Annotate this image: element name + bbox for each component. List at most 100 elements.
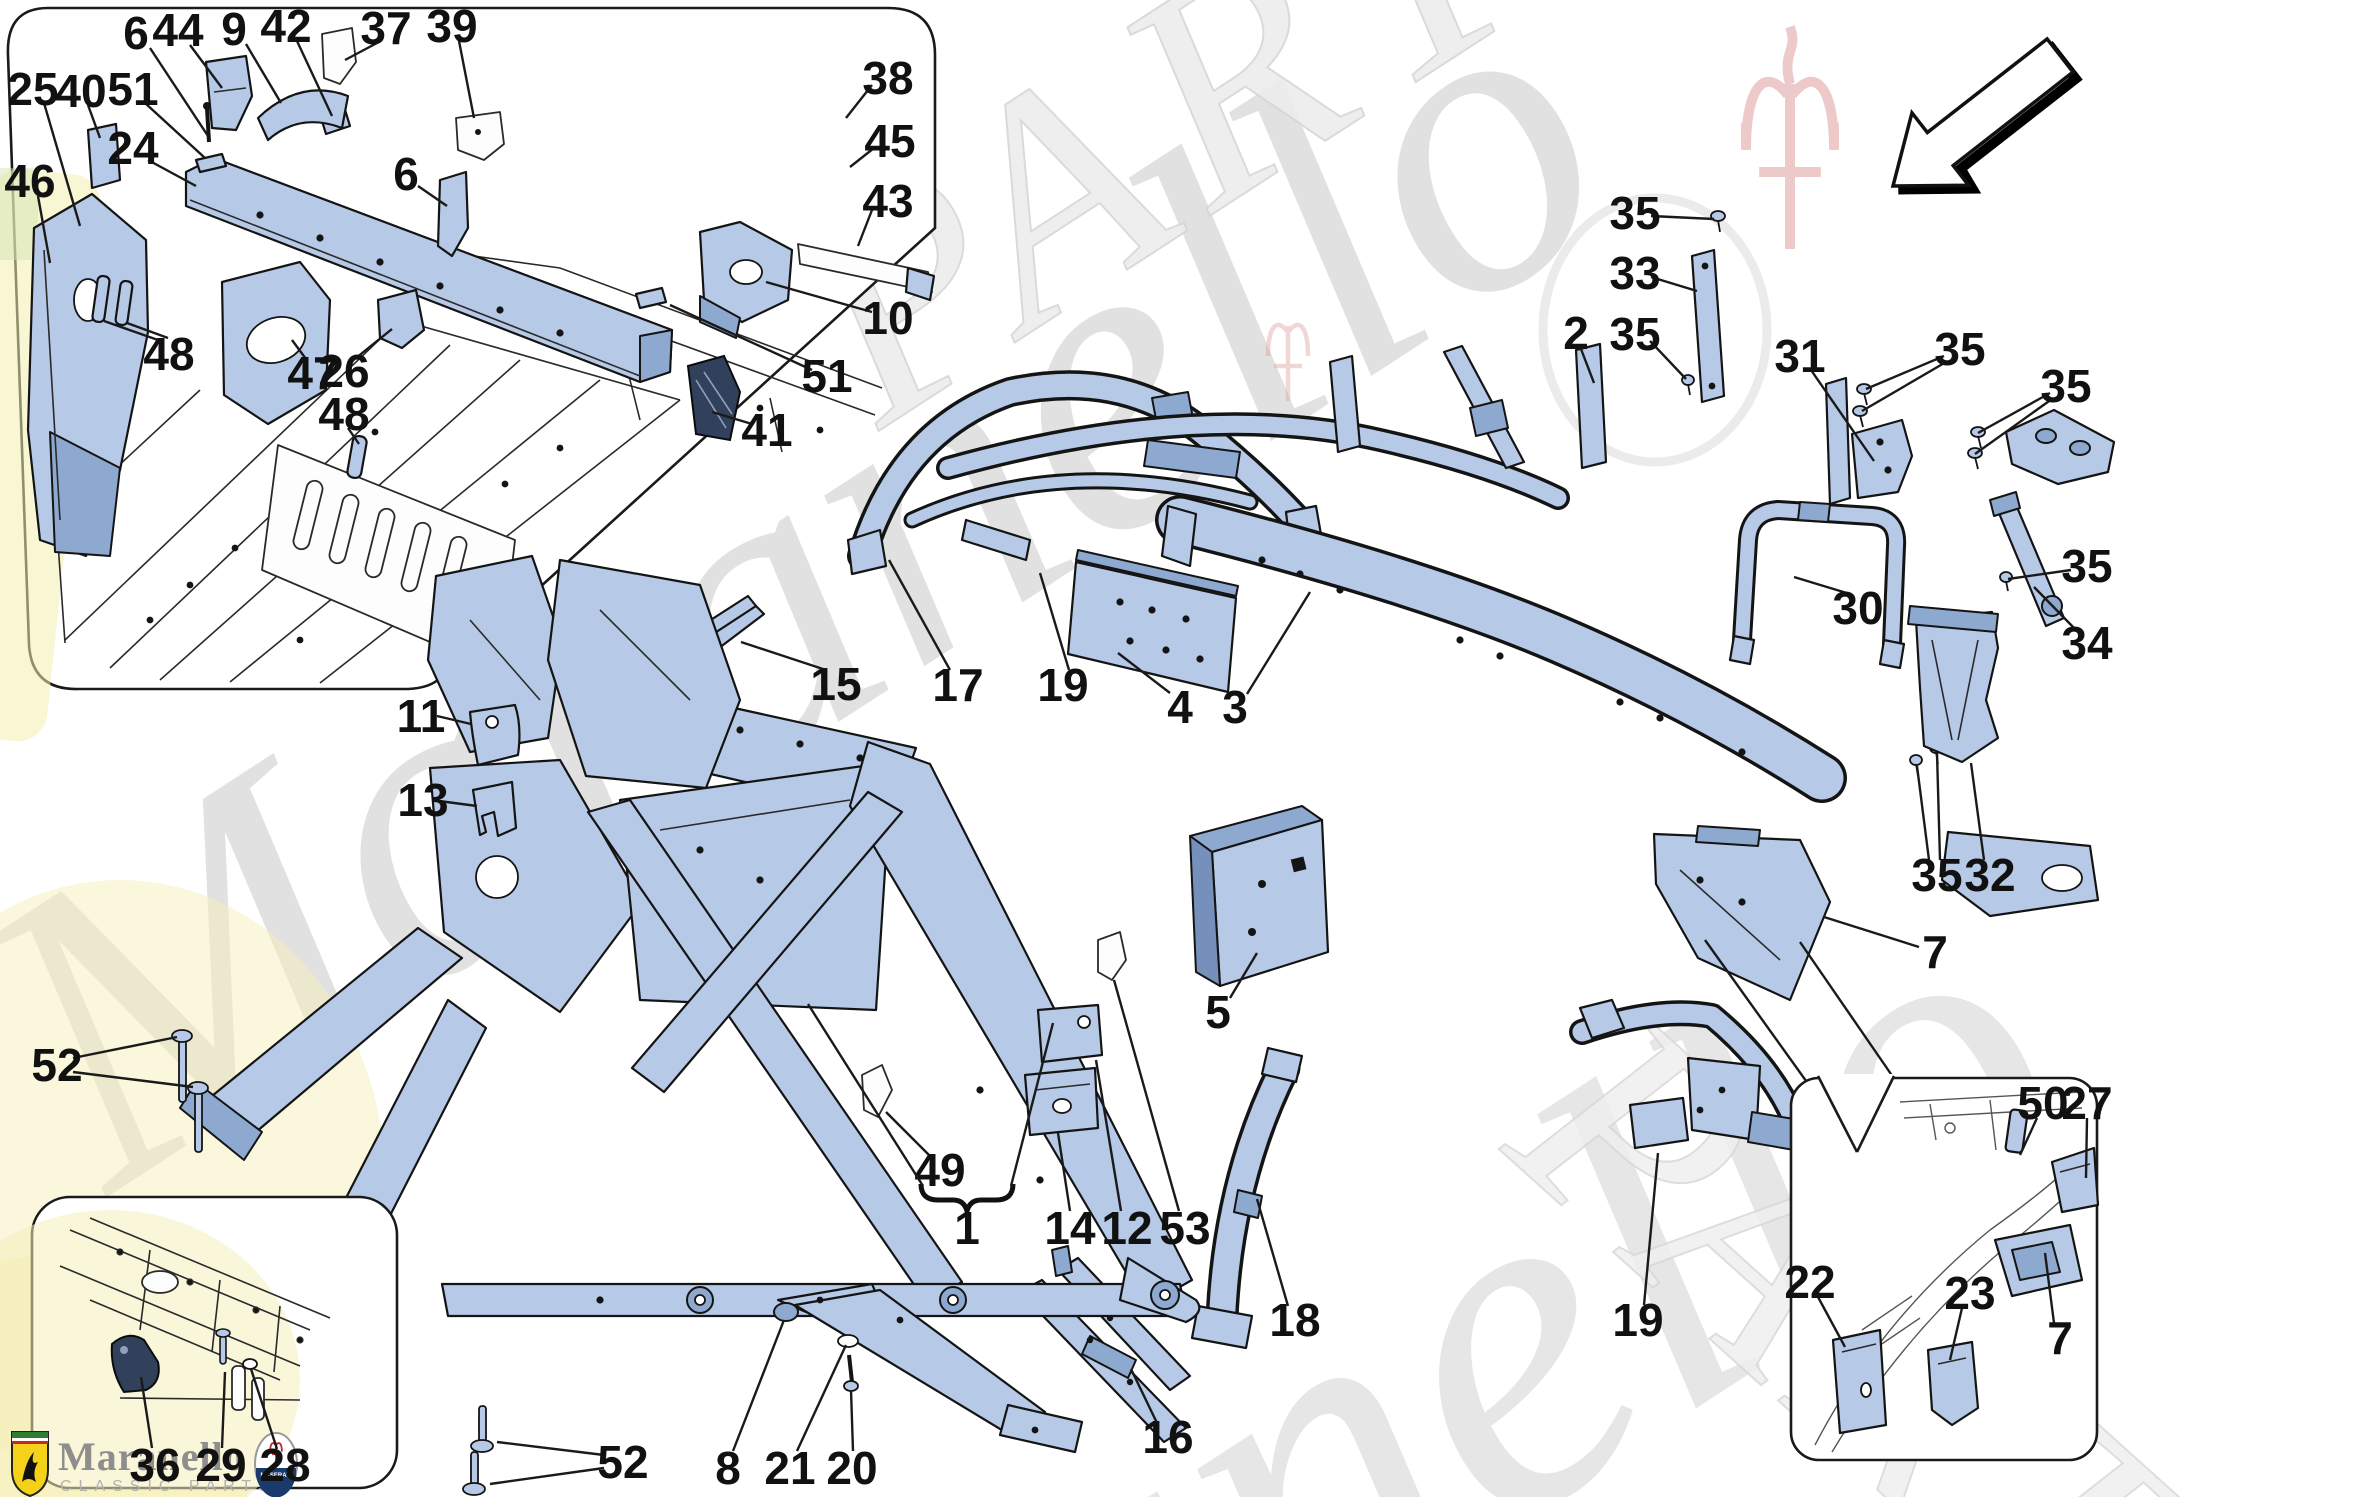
part-25-46-side-panel [26,192,150,558]
leader-line-4 [1117,652,1171,694]
leader-line-28 [249,1368,279,1450]
leader-line-53 [1112,979,1181,1212]
leader-line-32 [1969,762,1986,861]
part-19-plate [960,518,1032,562]
part-26-bracket [376,288,426,350]
part-48-sleeves [91,274,368,480]
leader-line-22 [1816,1296,1847,1348]
leader-line-2 [1579,348,1596,384]
leader-line-45 [849,147,875,168]
leader-line-8 [731,1319,786,1452]
leader-line-16 [1129,1368,1159,1424]
part-6-wedge [436,170,470,258]
callout-5: 5 [1205,986,1231,1038]
leader-line-29 [220,1371,227,1449]
part-5-box-beam [1189,805,1330,988]
callout-14: 14 [1044,1202,1096,1254]
leader-line-41 [711,410,753,426]
leader-line-35 [1935,752,1942,861]
callout-18: 18 [1269,1294,1320,1346]
leader-line-39 [457,40,476,119]
part-10-bracket-assembly [698,220,794,339]
leader-line-9 [244,43,283,104]
leader-line-5 [1228,952,1259,999]
watermark-crest-circle [1538,193,1772,467]
part-4-panel [1066,549,1239,694]
leader-line-51 [669,303,813,372]
leader-line-24 [147,158,197,188]
rear-subassembly-right [1569,998,1807,1151]
part-22-panel [1831,1328,1888,1435]
leader-line-35 [1649,340,1687,380]
callout-3: 3 [1222,681,1248,733]
callout-40: 40 [55,65,106,117]
leader-line-12 [1094,1059,1123,1212]
part-47-wheel-arch [220,260,332,426]
leader-line-52 [496,1440,605,1457]
leader-line-34 [2033,586,2077,631]
part-36-bracket-dark [110,1334,160,1394]
leader-line-15 [740,640,827,672]
callout-31: 31 [1774,330,1825,382]
leader-line-52 [489,1466,605,1486]
callout-21: 21 [764,1442,815,1494]
leader-line-26 [355,328,393,359]
leader-line-43 [856,209,874,247]
subframe-mounts [686,1280,1180,1314]
leader-line-20 [849,1389,855,1452]
callout-16: 16 [1142,1411,1193,1463]
callout-37: 37 [360,2,411,54]
brace-leader-line [806,1003,925,1187]
leader-line-13 [438,799,478,808]
callout-52: 52 [597,1436,648,1488]
callout-2: 2 [1563,307,1589,359]
brace-leader-line [1009,1022,1055,1187]
callout-30: 30 [1832,582,1883,634]
part-50-spacer [2004,1108,2029,1154]
callout-35: 35 [1934,323,1985,375]
callout-15: 15 [810,658,861,710]
leader-line-17 [887,559,952,671]
logo-tagline-text: CLASSIC PARTS [60,1478,276,1495]
part-24-upper-cross-member [184,156,674,384]
callout-43: 43 [862,175,913,227]
group-brace [918,1183,1016,1221]
part-37-bracket [321,27,357,85]
callout-35: 35 [1609,187,1660,239]
callout-50: 50 [2017,1077,2068,1129]
callout-48: 48 [318,388,369,440]
callout-35: 35 [1609,308,1660,360]
leader-line-37 [344,41,378,62]
part-18-pillar [1190,1046,1304,1350]
part-3-long-rail [1155,495,1847,803]
maserati-label: MASERATI [261,1473,292,1479]
callout-38: 38 [862,52,913,104]
leader-line-48 [347,427,360,445]
callout-6: 6 [123,7,149,59]
callout-6: 6 [393,148,419,200]
watermark-trident-large [1741,25,1839,250]
callout-51: 51 [107,63,158,115]
callout-32: 32 [1964,849,2015,901]
part-14-channel [1023,1066,1100,1137]
leader-line-7 [1823,915,1920,949]
leader-line-25 [42,102,82,227]
inset-bl-lineart [59,1217,331,1421]
part-32-foot-plate [1940,830,2100,918]
leader-line-6 [148,47,210,137]
part-20-screw [843,1354,859,1392]
leader-line-44 [189,44,223,89]
callout-25: 25 [7,63,58,115]
leader-line-49 [885,1111,932,1158]
callout-41: 41 [741,404,792,456]
leader-line-40 [86,104,102,139]
part-30-u-tube [1728,500,1907,670]
inset-bottom-left [0,1195,399,1497]
callout-26: 26 [318,345,369,397]
callout-24: 24 [107,122,159,174]
part-29-bolt [215,1328,231,1365]
part-41-bracket-dark [686,354,742,442]
leader-line-52 [72,1035,178,1060]
callout-13: 13 [397,774,448,826]
leader-line-7 [2043,1252,2056,1324]
